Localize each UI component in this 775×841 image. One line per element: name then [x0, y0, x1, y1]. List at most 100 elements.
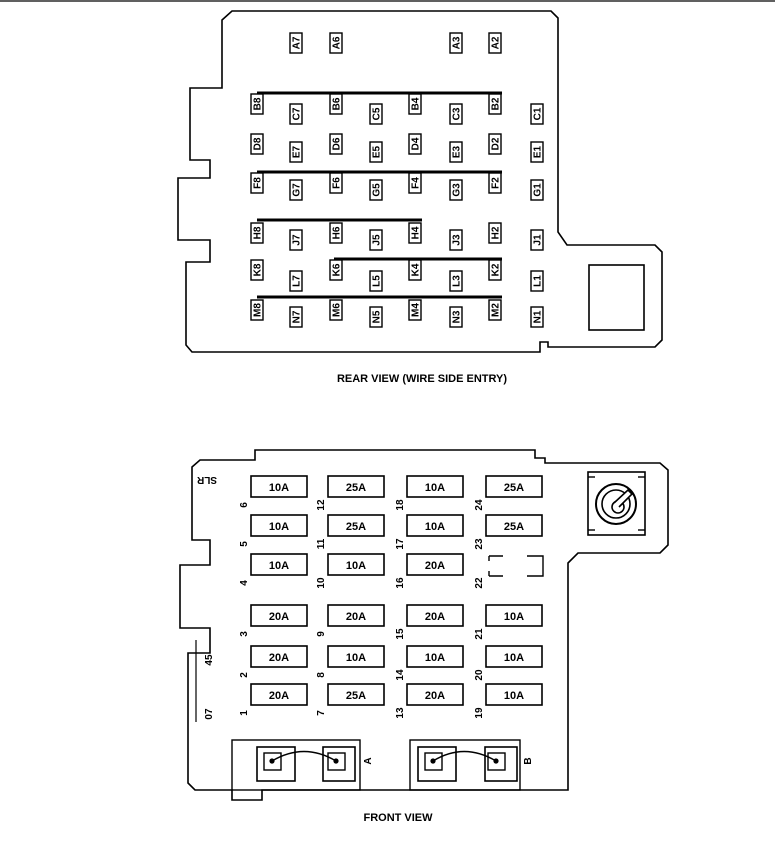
- fuse-number-18: 18: [395, 499, 406, 511]
- fuse-grid: 10A10A10A20A20A20A65432125A25A10A20A10A2…: [239, 475, 543, 719]
- terminal-m6: M6: [329, 299, 343, 321]
- relay-a-label: A: [363, 757, 374, 764]
- terminal-k8: K8: [250, 259, 264, 281]
- terminal-b2: B2: [488, 93, 502, 115]
- fuse-5: 10A: [250, 514, 308, 537]
- fuse-number-13: 13: [395, 707, 406, 719]
- terminal-label: M2: [491, 303, 502, 317]
- terminal-f4: F4: [408, 172, 422, 194]
- fuse-17: 10A: [406, 514, 464, 537]
- terminal-g1: G1: [530, 179, 544, 201]
- fuse-23: 25A: [485, 514, 543, 537]
- terminal-label: K4: [411, 263, 422, 276]
- terminal-label: B2: [491, 97, 502, 110]
- fuse-rating: 25A: [346, 521, 366, 533]
- terminal-label: A7: [292, 36, 303, 49]
- terminal-g7: G7: [289, 179, 303, 201]
- fuse-rating: 20A: [425, 560, 445, 572]
- terminal-c3: C3: [449, 103, 463, 125]
- terminal-b8: B8: [250, 93, 264, 115]
- fuse-number-17: 17: [395, 538, 406, 550]
- terminal-h8: H8: [250, 222, 264, 244]
- terminal-e5: E5: [369, 141, 383, 163]
- terminal-d2: D2: [488, 133, 502, 155]
- terminal-label: D6: [332, 137, 343, 150]
- terminal-label: H4: [411, 226, 422, 239]
- fuse-number-5: 5: [239, 541, 250, 547]
- rear-view-window: [588, 264, 645, 331]
- terminal-e7: E7: [289, 141, 303, 163]
- fuse-rating: 10A: [504, 652, 524, 664]
- terminal-label: F2: [491, 177, 502, 189]
- terminal-label: C5: [372, 107, 383, 120]
- relay-b-label: B: [523, 757, 534, 764]
- terminal-label: H8: [253, 226, 264, 239]
- terminal-label: N3: [452, 310, 463, 323]
- terminal-j7: J7: [289, 229, 303, 251]
- terminal-label: C1: [533, 107, 544, 120]
- terminal-g5: G5: [369, 179, 383, 201]
- fuse-number-16: 16: [395, 577, 406, 589]
- fuse-rating: 10A: [425, 652, 445, 664]
- fuse-number-10: 10: [316, 577, 327, 589]
- fuse-6: 10A: [250, 475, 308, 498]
- terminal-label: A2: [491, 36, 502, 49]
- terminal-label: K8: [253, 263, 264, 276]
- fuse-10: 10A: [327, 553, 385, 576]
- terminal-label: E5: [372, 145, 383, 158]
- fuse-rating: 25A: [504, 521, 524, 533]
- terminal-a6: A6: [329, 32, 343, 54]
- terminal-label: M4: [411, 303, 422, 317]
- terminal-d4: D4: [408, 133, 422, 155]
- fuse-number-6: 6: [239, 502, 250, 508]
- terminal-label: H6: [332, 226, 343, 239]
- terminal-f2: F2: [488, 172, 502, 194]
- fuse-number-3: 3: [239, 631, 250, 637]
- terminal-e3: E3: [449, 141, 463, 163]
- terminal-label: E7: [292, 145, 303, 158]
- fuse-rating: 20A: [269, 652, 289, 664]
- terminal-label: H2: [491, 226, 502, 239]
- terminal-g3: G3: [449, 179, 463, 201]
- fuse-4: 10A: [250, 553, 308, 576]
- terminal-label: L1: [533, 275, 544, 287]
- fuse-rating: 10A: [346, 560, 366, 572]
- terminal-h2: H2: [488, 222, 502, 244]
- fuse-11: 25A: [327, 514, 385, 537]
- terminal-f8: F8: [250, 172, 264, 194]
- terminal-c5: C5: [369, 103, 383, 125]
- fuse-number-4: 4: [239, 580, 250, 586]
- fuse-number-11: 11: [316, 538, 327, 549]
- front-view-caption: FRONT VIEW: [363, 812, 433, 824]
- terminal-b4: B4: [408, 93, 422, 115]
- terminal-b6: B6: [329, 93, 343, 115]
- terminal-label: B8: [253, 97, 264, 110]
- fuse-number-9: 9: [316, 631, 327, 637]
- terminal-label: M8: [253, 303, 264, 317]
- terminal-label: C7: [292, 107, 303, 120]
- terminal-label: L5: [372, 275, 383, 287]
- terminal-f6: F6: [329, 172, 343, 194]
- fuse-20: 10A: [485, 645, 543, 668]
- terminal-l1: L1: [530, 270, 544, 292]
- fuse-number-23: 23: [474, 538, 485, 550]
- terminal-label: A3: [452, 36, 463, 49]
- fuse-rating: 10A: [504, 611, 524, 623]
- fuse-19: 10A: [485, 683, 543, 706]
- terminal-m8: M8: [250, 299, 264, 321]
- side-label-07: 07: [204, 708, 215, 720]
- terminal-d6: D6: [329, 133, 343, 155]
- terminal-label: J1: [533, 234, 544, 246]
- terminal-label: L3: [452, 275, 463, 287]
- fuse-21: 10A: [485, 604, 543, 627]
- fuse-24: 25A: [485, 475, 543, 498]
- fuse-1: 20A: [250, 683, 308, 706]
- fuse-number-24: 24: [474, 499, 485, 511]
- terminal-k4: K4: [408, 259, 422, 281]
- front-view-outline: [179, 449, 669, 801]
- rear-view-outline: [177, 10, 663, 353]
- terminal-j3: J3: [449, 229, 463, 251]
- terminal-label: F8: [253, 177, 264, 189]
